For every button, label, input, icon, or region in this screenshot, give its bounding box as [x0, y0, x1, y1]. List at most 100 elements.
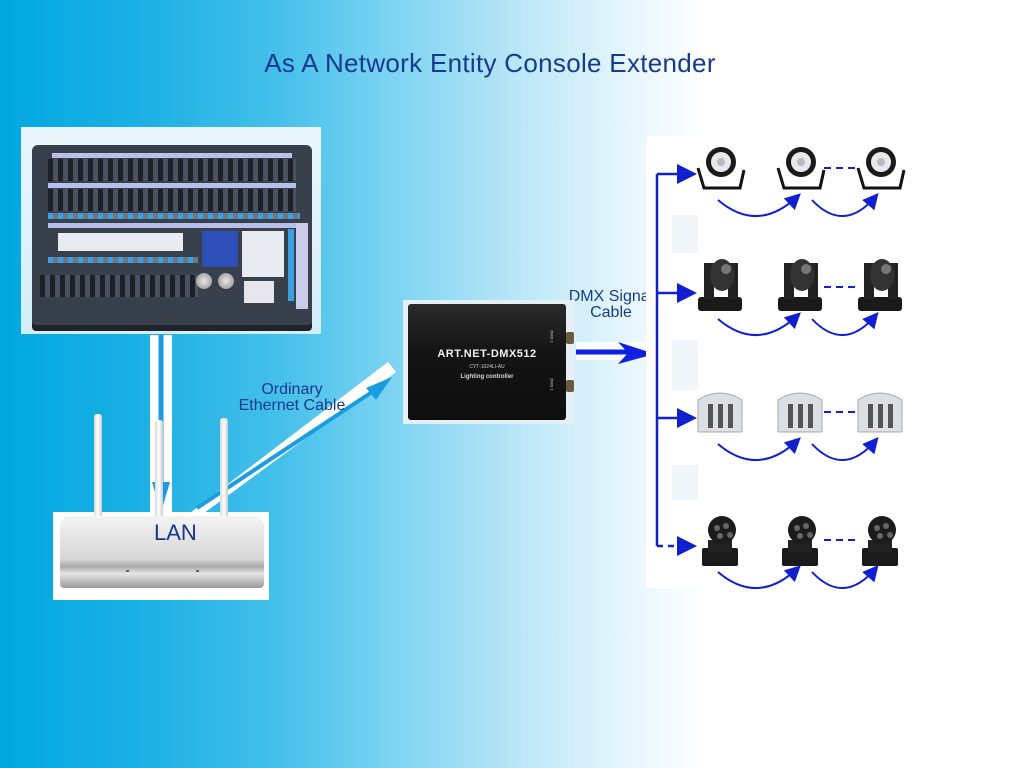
beam-lens: [801, 264, 811, 274]
wash-led: [797, 533, 803, 539]
wash-led: [803, 523, 809, 529]
console-button-row: [48, 213, 300, 219]
dmx-port-2: [566, 332, 574, 344]
router: [60, 516, 264, 588]
dmx-distribution: [655, 147, 906, 589]
wash-led: [717, 533, 723, 539]
router-antenna: [155, 420, 163, 518]
beam-base: [698, 297, 742, 311]
fixture-par: [856, 147, 906, 190]
wash-led: [794, 525, 800, 531]
par-led-center: [877, 158, 885, 166]
beam-lens: [881, 264, 891, 274]
fixture-beam: [778, 259, 822, 311]
wash-base: [702, 548, 738, 566]
fixture-wash: [782, 516, 818, 566]
beam-lens: [721, 264, 731, 274]
daisy-chain-arrow: [811, 192, 879, 217]
fixture-par: [696, 147, 746, 190]
panel-shadow: [672, 340, 698, 390]
panel-shadow: [672, 215, 698, 253]
console-button-row: [48, 257, 198, 263]
dmx-port-1: [566, 380, 574, 392]
beam-head: [710, 259, 734, 291]
beam-arm: [864, 263, 874, 299]
router-antenna: [220, 418, 228, 518]
beam-base: [858, 297, 902, 311]
daisy-chain-arrow: [811, 564, 879, 589]
converter-brand: ART.NET-DMX512: [437, 348, 537, 360]
wash-head: [788, 516, 816, 544]
console-label-strip: [52, 153, 292, 158]
derby-lens-strip: [708, 404, 713, 428]
ethernet-arrowhead: [366, 377, 392, 400]
console-keypad: [242, 231, 284, 277]
console-fader-bank-3: [40, 275, 198, 297]
wash-led: [883, 523, 889, 529]
wash-led: [887, 532, 893, 538]
daisy-chain-arrow: [811, 436, 879, 461]
ethernet-label-line1: Ordinary: [261, 381, 323, 398]
artnet-dmx-converter: [408, 304, 566, 420]
derby-lens-strip: [788, 404, 793, 428]
console-scribble-strip: [58, 233, 183, 251]
console-lcd: [202, 231, 238, 267]
fixture-beam: [858, 259, 902, 311]
beam-arm: [704, 263, 714, 299]
ethernet-label-line2: Ethernet Cable: [238, 397, 346, 414]
derby-lens-strip: [878, 404, 883, 428]
dmx-label-line1: DMX Signal: [568, 288, 654, 305]
beam-base: [778, 297, 822, 311]
par-yoke: [856, 167, 906, 190]
wash-head: [708, 516, 736, 544]
daisy-chain-arrow: [717, 437, 801, 461]
wash-led: [723, 523, 729, 529]
console-keypad-2: [244, 281, 274, 303]
console-side-panel: [296, 223, 308, 309]
fixture-derby: [697, 392, 743, 433]
derby-lens-strip: [798, 404, 803, 428]
router-leds: [66, 570, 256, 572]
derby-lens-strip: [868, 404, 873, 428]
derby-lens-strip: [728, 404, 733, 428]
wash-base: [782, 548, 818, 566]
console-fader-bank-1: [48, 159, 296, 181]
console-strip: [48, 183, 296, 188]
wash-led: [877, 533, 883, 539]
par-yoke: [696, 167, 746, 190]
console-jog-wheel: [218, 273, 234, 289]
console-fader-bank-2: [48, 189, 296, 211]
lighting-console: [32, 145, 312, 325]
wash-led: [807, 532, 813, 538]
beam-head: [870, 259, 894, 291]
fixture-derby: [857, 392, 903, 433]
fixture-wash: [862, 516, 898, 566]
derby-lens-strip: [718, 404, 723, 428]
wash-head: [868, 516, 896, 544]
dmx-port-2-label: DMX 2: [549, 330, 555, 343]
dmx-arrowhead: [618, 342, 655, 364]
fixture-par: [776, 147, 826, 190]
router-antenna: [94, 414, 102, 518]
wash-led: [714, 525, 720, 531]
fixture-derby: [777, 392, 823, 433]
derby-lens-strip: [808, 404, 813, 428]
console-side-buttons: [288, 229, 294, 301]
dmx-cable-label: DMX Signal Cable: [556, 289, 666, 321]
console-jog-wheel: [196, 273, 212, 289]
derby-lens-strip: [888, 404, 893, 428]
daisy-chain-arrow: [717, 193, 801, 217]
ethernet-cable: [186, 362, 396, 516]
panel-shadow: [672, 465, 698, 500]
converter-model: CYT-1024LI-AU: [469, 364, 505, 370]
diagram-title: As A Network Entity Console Extender: [264, 48, 716, 78]
lan-port-label: LAN: [154, 520, 197, 545]
par-led-center: [717, 158, 725, 166]
daisy-chain-arrow: [717, 565, 801, 589]
par-led-center: [797, 158, 805, 166]
beam-arm: [784, 263, 794, 299]
daisy-chain-arrow: [811, 311, 879, 336]
fixture-wash: [702, 516, 738, 566]
wash-led: [727, 532, 733, 538]
daisy-chain-arrow: [717, 312, 801, 336]
